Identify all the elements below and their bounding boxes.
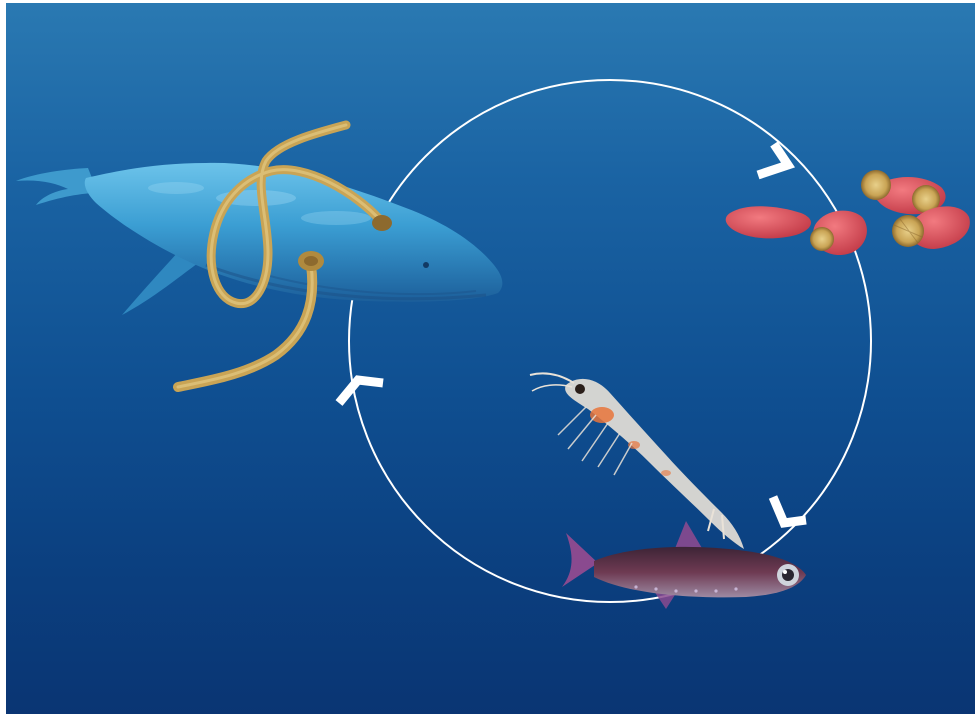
ocean-background — [6, 3, 975, 714]
life-cycle-diagram — [6, 3, 975, 714]
infected-tissue-icon — [726, 170, 970, 255]
cycle-arrow-bottom-right — [773, 497, 806, 523]
krill-icon — [530, 373, 744, 549]
whale-with-parasites-icon — [16, 125, 502, 387]
lanternfish-icon — [562, 521, 806, 609]
cycle-arrow-top-right — [758, 144, 788, 175]
cycle-arrow-left — [339, 380, 383, 403]
